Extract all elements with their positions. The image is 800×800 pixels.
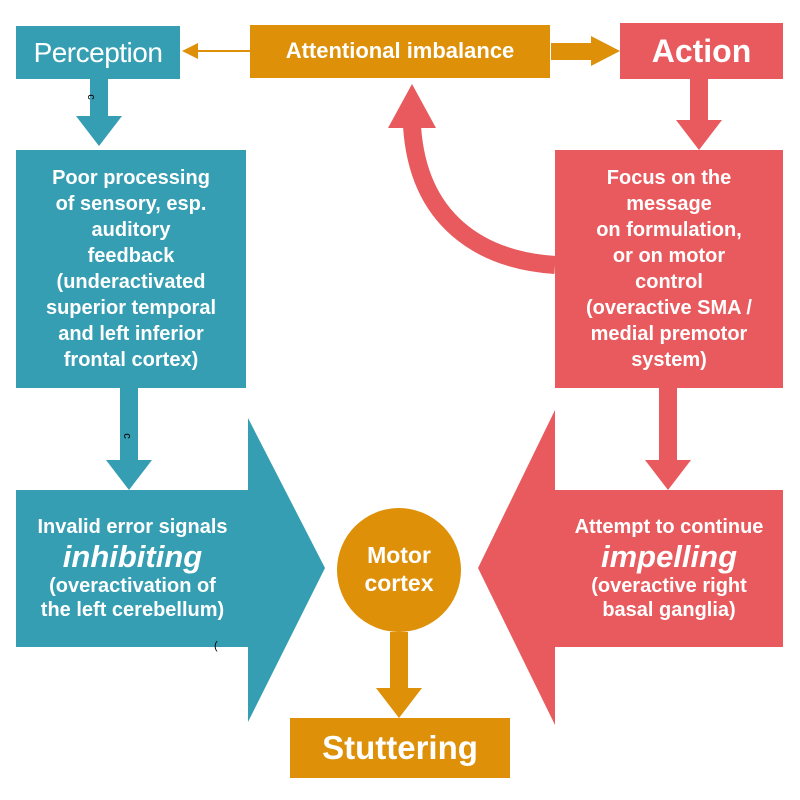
poor-processing-line: (underactivated [56,271,206,293]
focus-to-imbalance-curved-arrow [388,84,556,274]
impelling-chevron-arrow [478,410,555,725]
focus-line: medial premotor [590,323,748,345]
stray-mark: c [120,433,133,439]
action-label: Action [651,32,752,69]
attempt-line: basal ganglia) [602,599,736,622]
focus-line: system) [631,349,707,371]
attentional-imbalance-box: Attentional imbalance [250,25,550,78]
invalid-error-line: the left cerebellum) [40,599,225,622]
imbalance-to-perception-arrow [182,43,250,59]
processing-to-error-arrow [106,388,152,490]
poor-processing-box: Poor processing of sensory, esp. auditor… [16,150,246,388]
motor-to-stuttering-arrow [376,632,422,718]
poor-processing-line: feedback [87,245,175,267]
stray-mark: c [84,94,97,100]
focus-line: message [626,193,712,215]
attempt-line: (overactive right [591,575,747,598]
perception-to-processing-arrow [76,78,122,146]
invalid-error-line: Invalid error signals [37,515,228,538]
stuttering-box: Stuttering [290,718,510,778]
action-to-focus-arrow [676,78,722,150]
invalid-error-line: (overactivation of [49,575,216,598]
perception-label: Perception [33,36,163,68]
invalid-error-signals-box: Invalid error signals inhibiting (overac… [16,490,249,647]
poor-processing-line: superior temporal [45,297,217,319]
focus-line: on formulation, [596,219,742,241]
poor-processing-line: and left inferior [58,323,204,345]
focus-line: (overactive SMA / [586,297,752,319]
stray-mark: ( [214,640,218,652]
inhibiting-label: inhibiting [62,538,203,574]
inhibiting-chevron-arrow [248,418,325,722]
poor-processing-line: Poor processing [52,167,210,189]
poor-processing-line: frontal cortex) [63,349,199,371]
motor-cortex-circle: Motor cortex [337,508,461,632]
poor-processing-line: of sensory, esp. [55,193,207,215]
motor-cortex-line: Motor [367,542,431,569]
focus-line: control [635,271,703,293]
attempt-line: Attempt to continue [574,515,764,538]
attentional-imbalance-label: Attentional imbalance [285,38,515,64]
poor-processing-line: auditory [91,219,171,241]
impelling-label: impelling [600,538,738,574]
focus-box: Focus on the message on formulation, or … [555,150,783,388]
perception-box: Perception [16,26,180,79]
action-box: Action [620,23,783,79]
imbalance-to-action-arrow [551,36,620,66]
stuttering-label: Stuttering [322,729,478,767]
focus-to-attempt-arrow [645,388,691,490]
focus-line: or on motor [612,245,726,267]
attempt-to-continue-box: Attempt to continue impelling (overactiv… [555,490,783,647]
motor-cortex-line: cortex [364,570,434,596]
focus-line: Focus on the [606,167,732,189]
